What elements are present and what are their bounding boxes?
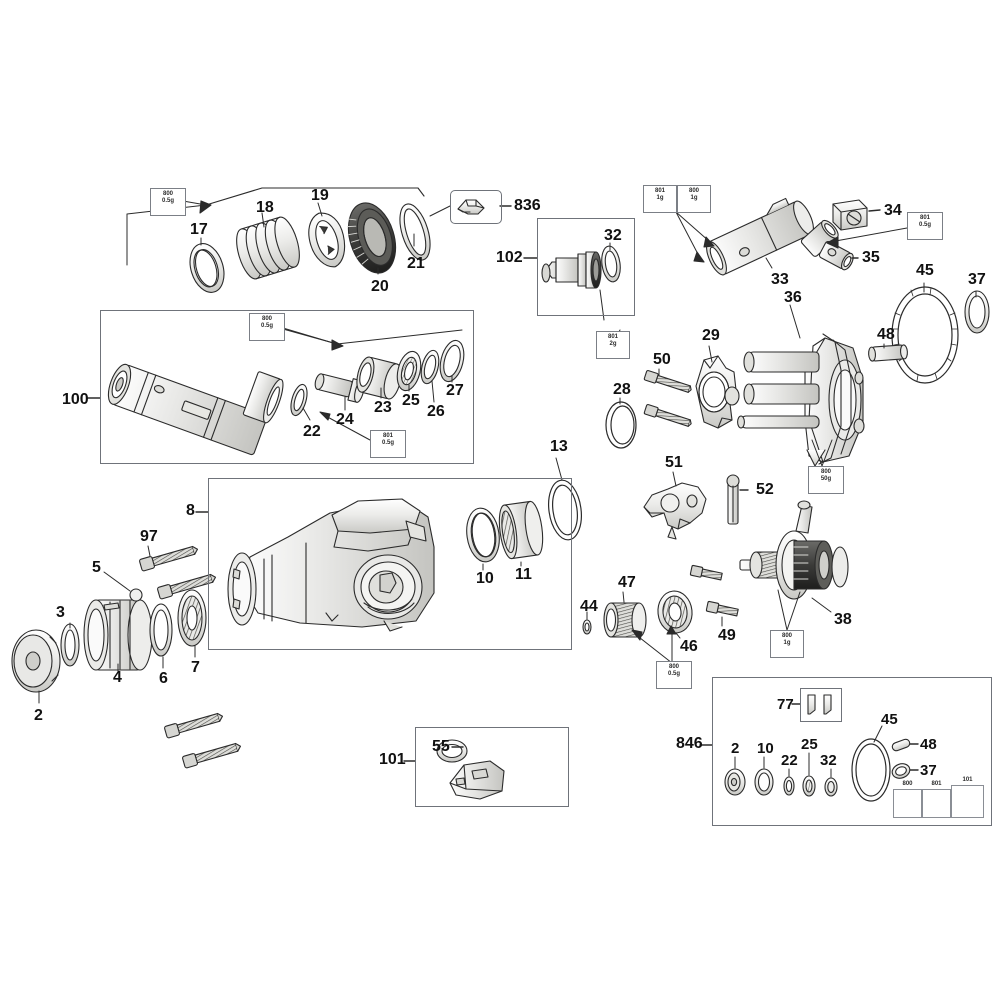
grease-tag-800-05g-2: 800 0.5g: [249, 313, 285, 341]
callout-33: 33: [771, 271, 789, 288]
callout-77: 77: [777, 696, 794, 713]
grease-tag-801-2g: 801 2g: [596, 331, 630, 359]
callout-22: 22: [303, 423, 321, 440]
grease-tag-amount: 0.5g: [381, 440, 394, 446]
callout-5: 5: [92, 559, 101, 576]
panel-846: [712, 677, 992, 826]
grease-tag-code: 801: [919, 215, 930, 221]
grease-tag-801-05g-1: 801 0.5g: [370, 430, 406, 458]
callout-18: 18: [256, 199, 274, 216]
minibox-800: 800: [893, 781, 922, 818]
callout-28: 28: [613, 381, 631, 398]
callout-52: 52: [756, 481, 774, 498]
callout-100: 100: [62, 391, 89, 408]
callout-45: 45: [916, 262, 934, 279]
grease-tag-code: 801: [654, 188, 665, 194]
grease-tag-code: 800: [820, 469, 831, 475]
grease-tag-code: 800: [261, 316, 272, 322]
grease-tag-amount: 0.5g: [161, 198, 174, 204]
callout-7: 7: [191, 659, 200, 676]
grease-tag-800-05g-1: 800 0.5g: [150, 188, 186, 216]
callout-2: 2: [34, 707, 43, 724]
grease-tag-amount: 2g: [609, 341, 617, 347]
callout-44: 44: [580, 598, 598, 615]
callout-846: 846: [676, 735, 703, 752]
callout-37: 37: [968, 271, 986, 288]
minibox-801: 801: [922, 781, 951, 818]
grease-tag-amount: 0.5g: [667, 671, 680, 677]
panel-102: [537, 218, 635, 316]
panel-100: [100, 310, 474, 464]
callout-45-846: 45: [881, 711, 898, 728]
callout-19: 19: [311, 187, 329, 204]
callout-2-846: 2: [731, 740, 740, 757]
callout-35: 35: [862, 249, 880, 266]
callout-26: 26: [427, 403, 445, 420]
grease-tag-amount: 0.5g: [260, 323, 273, 329]
callout-47: 47: [618, 574, 636, 591]
grease-tag-code: 800: [668, 664, 679, 670]
callout-37-846: 37: [920, 762, 937, 779]
callout-50: 50: [653, 351, 671, 368]
grease-tag-801-05g-2: 801 0.5g: [907, 212, 943, 240]
callout-11: 11: [515, 566, 532, 583]
callout-4: 4: [113, 669, 122, 686]
panel-77: [800, 688, 842, 722]
callout-27: 27: [446, 382, 464, 399]
grease-tag-800-1g-1: 800 1g: [677, 185, 711, 213]
grease-tag-amount: 1g: [656, 195, 664, 201]
panel-8: [208, 478, 572, 650]
callout-23: 23: [374, 399, 392, 416]
panel-101: [415, 727, 569, 807]
grease-tag-amount: 1g: [690, 195, 698, 201]
grease-tag-code: 800: [781, 633, 792, 639]
grease-tag-amount: 50g: [820, 476, 832, 482]
callout-101: 101: [379, 751, 406, 768]
callout-51: 51: [665, 454, 683, 471]
minibox-label: 800: [902, 781, 913, 787]
grease-tag-801-1g: 801 1g: [643, 185, 677, 213]
grease-tag-800-1g-2: 800 1g: [770, 630, 804, 658]
callout-48-846: 48: [920, 736, 937, 753]
grease-tag-800-05g-3: 800 0.5g: [656, 661, 692, 689]
callout-6: 6: [159, 670, 168, 687]
callout-32-846: 32: [820, 752, 837, 769]
callout-13: 13: [550, 438, 568, 455]
callout-20: 20: [371, 278, 389, 295]
callout-36: 36: [784, 289, 802, 306]
grease-tag-amount: 0.5g: [918, 222, 931, 228]
callout-48: 48: [877, 326, 895, 343]
callout-49: 49: [718, 627, 736, 644]
grease-tag-code: 801: [382, 433, 393, 439]
callout-21: 21: [407, 255, 425, 272]
panel-836: [450, 190, 502, 224]
callout-102: 102: [496, 249, 523, 266]
callout-32: 32: [604, 227, 622, 244]
grease-tag-code: 800: [162, 191, 173, 197]
callout-24: 24: [336, 411, 354, 428]
callout-3: 3: [56, 604, 65, 621]
callout-22-846: 22: [781, 752, 798, 769]
grease-tag-code: 801: [607, 334, 618, 340]
grease-tag-code: 800: [688, 188, 699, 194]
callout-25-846: 25: [801, 736, 818, 753]
callout-10-846: 10: [757, 740, 774, 757]
callout-34: 34: [884, 202, 902, 219]
callout-8: 8: [186, 502, 195, 519]
callout-10: 10: [476, 570, 494, 587]
grease-tag-amount: 1g: [783, 640, 791, 646]
callout-836: 836: [514, 197, 541, 214]
callout-55: 55: [432, 738, 450, 755]
minibox-label: 801: [931, 781, 942, 787]
callout-17: 17: [190, 221, 208, 238]
callout-38: 38: [834, 611, 852, 628]
callout-46: 46: [680, 638, 698, 655]
callout-97: 97: [140, 528, 158, 545]
callout-29: 29: [702, 327, 720, 344]
minibox-label: 101: [962, 777, 973, 783]
grease-tag-800-50g: 800 50g: [808, 466, 844, 494]
callout-25: 25: [402, 392, 420, 409]
minibox-101: 101: [951, 777, 984, 818]
